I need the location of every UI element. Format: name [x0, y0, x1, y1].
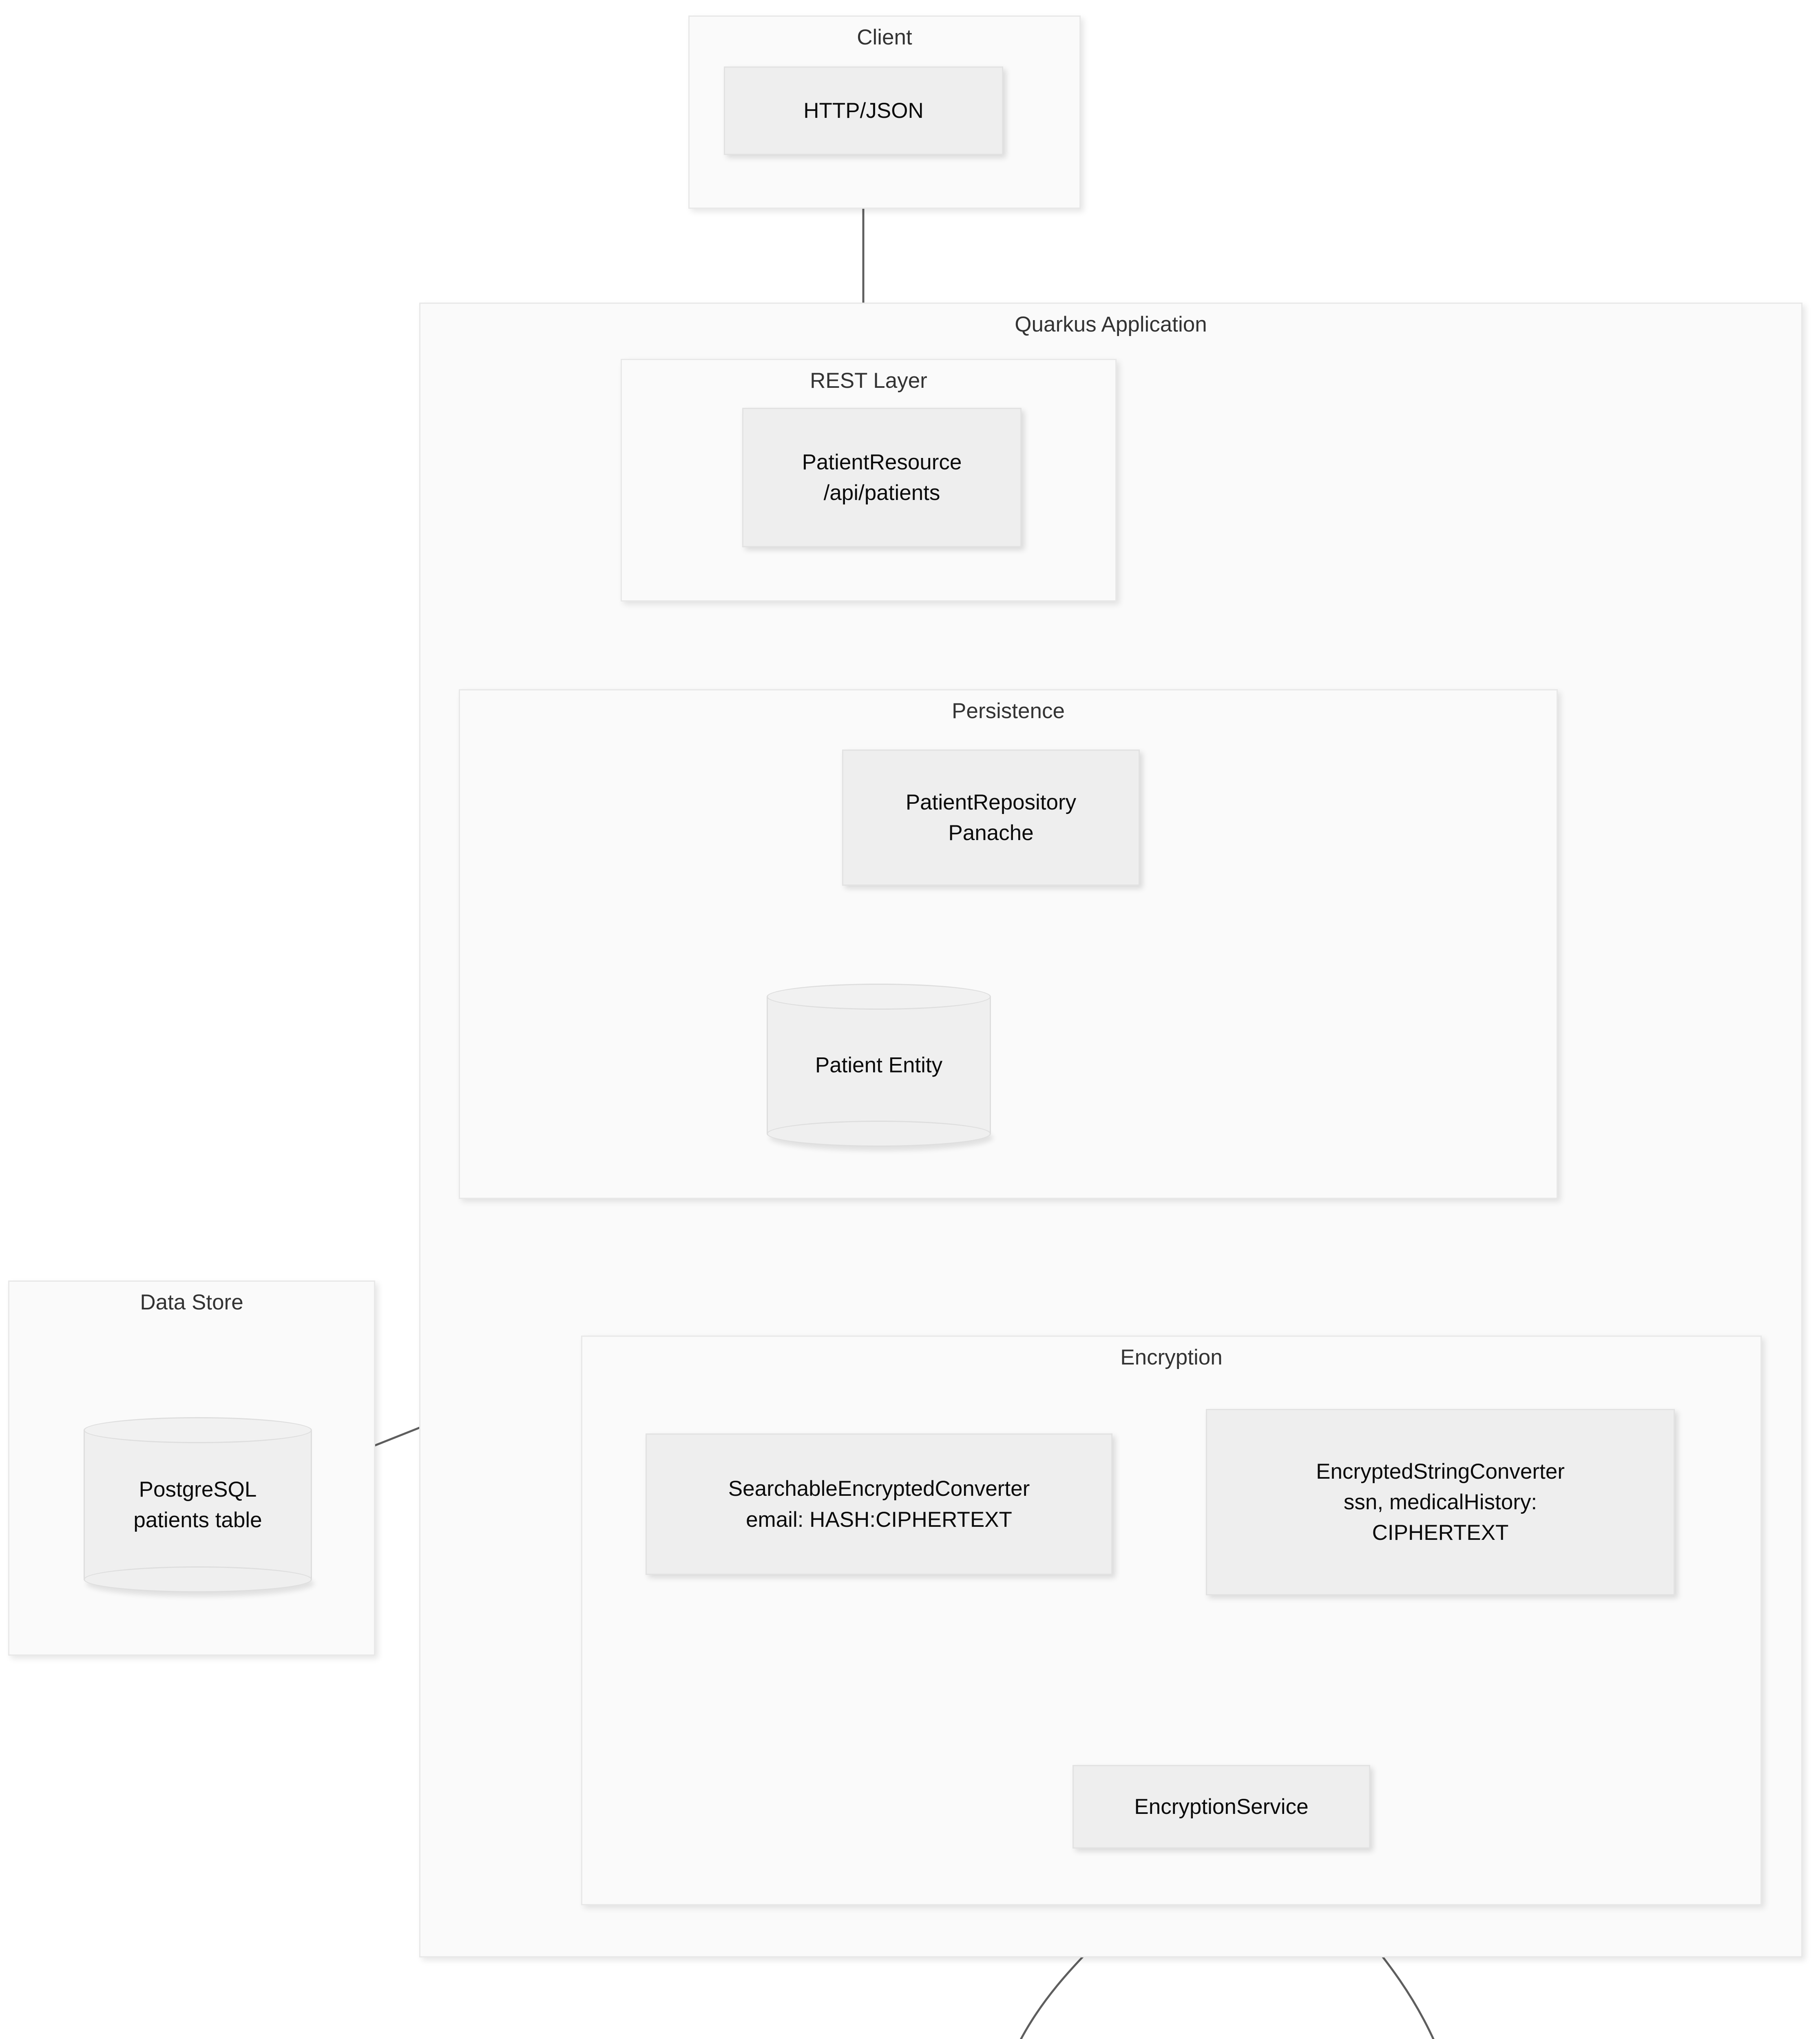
node-searchable-line1: SearchableEncryptedConverter: [728, 1477, 1030, 1501]
group-rest-layer-title: REST Layer: [810, 369, 927, 393]
node-http-json[interactable]: HTTP/JSON: [724, 66, 1003, 155]
node-searchable-line2: email: HASH:CIPHERTEXT: [746, 1507, 1012, 1532]
node-encryption-service[interactable]: EncryptionService: [1073, 1765, 1370, 1849]
group-data-store-title: Data Store: [140, 1290, 243, 1314]
node-postgres-line2: patients table: [133, 1508, 262, 1532]
patient-entity-cylinder-bottom: [767, 1121, 991, 1147]
group-persistence-title: Persistence: [952, 699, 1065, 723]
node-http-json-line1: HTTP/JSON: [803, 98, 924, 123]
group-persistence: Persistence: [459, 689, 1558, 1199]
node-encstring-line2: ssn, medicalHistory:: [1343, 1490, 1537, 1514]
node-patient-resource-line2: /api/patients: [823, 481, 940, 505]
node-encstring-line3: CIPHERTEXT: [1372, 1521, 1509, 1545]
node-postgres-line1: PostgreSQL: [139, 1477, 257, 1502]
node-patient-resource-line1: PatientResource: [802, 450, 962, 474]
node-encstring-line1: EncryptedStringConverter: [1316, 1459, 1565, 1484]
postgres-cylinder-bottom: [84, 1566, 312, 1592]
node-patient-repository-line1: PatientRepository: [905, 790, 1077, 814]
node-patient-entity-label: Patient Entity: [767, 1050, 991, 1080]
node-patient-entity-line1: Patient Entity: [815, 1053, 943, 1077]
node-postgres-label: PostgreSQL patients table: [84, 1474, 312, 1536]
node-postgres[interactable]: PostgreSQL patients table: [84, 1417, 312, 1592]
node-patient-entity[interactable]: Patient Entity: [767, 984, 991, 1147]
group-quarkus-application-title: Quarkus Application: [1015, 312, 1207, 336]
group-client-title: Client: [857, 25, 912, 49]
node-patient-repository[interactable]: PatientRepository Panache: [842, 750, 1140, 886]
patient-entity-cylinder-top: [767, 984, 991, 1010]
node-patient-resource[interactable]: PatientResource /api/patients: [742, 408, 1022, 547]
node-searchable-encrypted-converter[interactable]: SearchableEncryptedConverter email: HASH…: [646, 1433, 1112, 1575]
node-encryption-service-line1: EncryptionService: [1134, 1794, 1309, 1819]
node-patient-repository-line2: Panache: [948, 821, 1034, 845]
node-encrypted-string-converter[interactable]: EncryptedStringConverter ssn, medicalHis…: [1206, 1409, 1675, 1595]
patient-entity-cylinder-body: [767, 997, 991, 1134]
postgres-cylinder-top: [84, 1417, 312, 1443]
group-encryption-title: Encryption: [1120, 1345, 1223, 1369]
postgres-cylinder-body: [84, 1430, 312, 1579]
